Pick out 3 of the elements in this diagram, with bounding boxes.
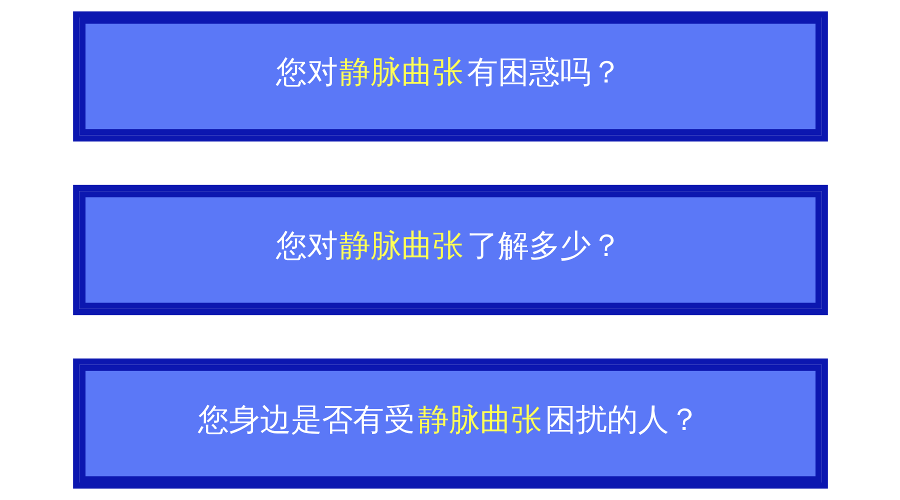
node-box: 您对静脉曲张有困惑吗？	[72, 11, 828, 142]
node-box: 您对静脉曲张了解多少？	[72, 184, 828, 316]
node-box: 您身边是否有受静脉曲张困扰的人？	[72, 358, 828, 489]
